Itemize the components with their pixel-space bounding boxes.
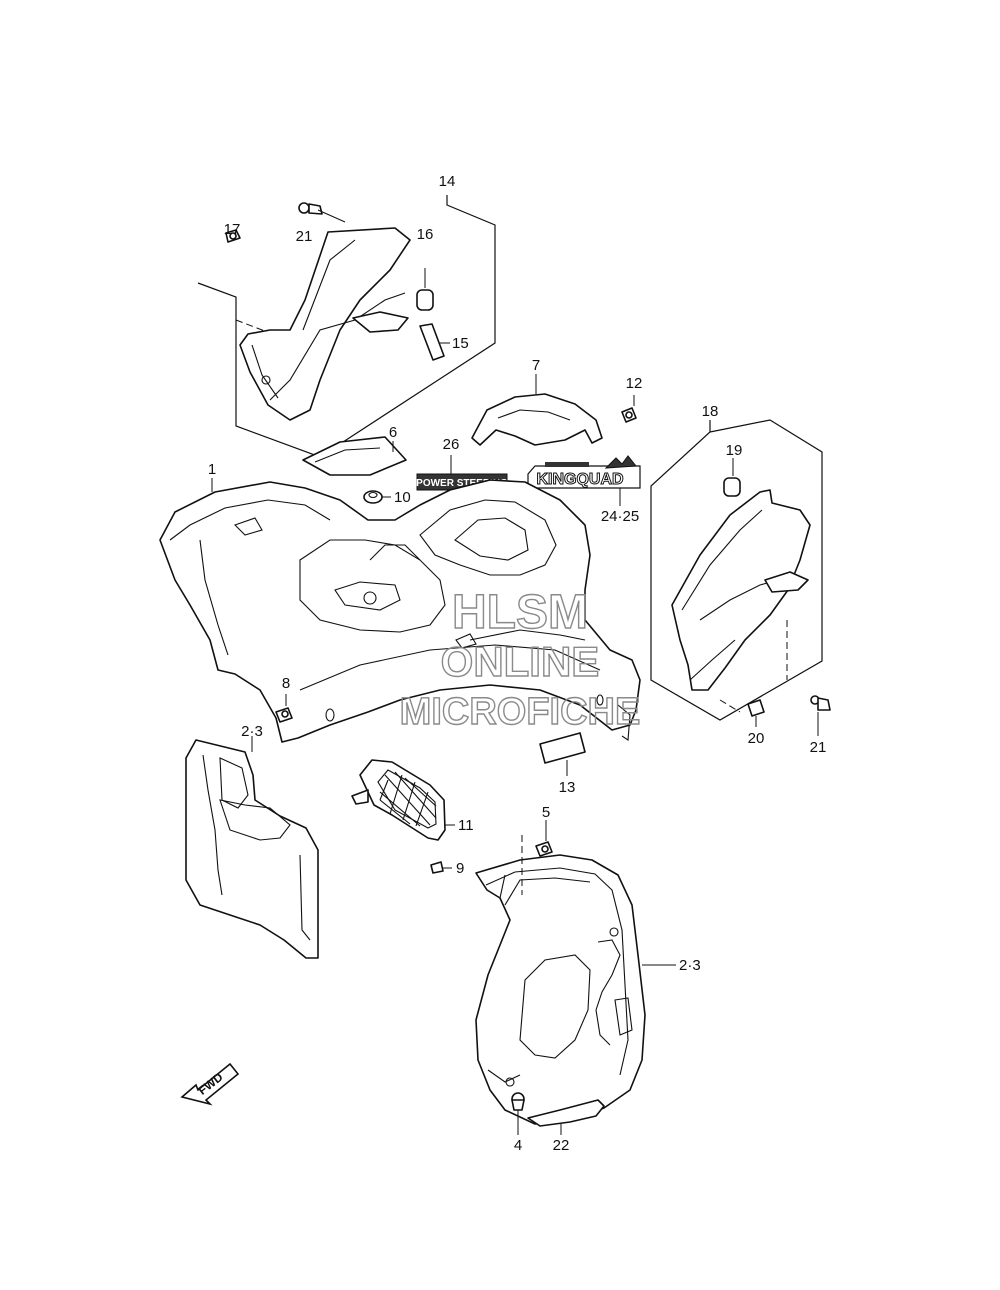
- callout-24-25: 24·25: [601, 508, 639, 525]
- callout-5: 5: [542, 804, 550, 821]
- fwd-arrow-icon: FWD: [180, 1062, 240, 1106]
- assembly-box-18: [650, 419, 823, 721]
- screw-9: [430, 861, 452, 874]
- fastener-21-top: [298, 202, 346, 223]
- fastener-17: [225, 229, 241, 243]
- callout-14: 14: [439, 173, 456, 190]
- callout-15: 15: [452, 335, 469, 352]
- callout-4: 4: [514, 1137, 522, 1154]
- inner-panel-right-18: [671, 489, 811, 691]
- callout-21-right: 21: [810, 739, 827, 756]
- grille-11: [351, 759, 455, 841]
- cushion-19: [723, 458, 741, 497]
- cushion-16: [416, 268, 434, 311]
- callout-26: 26: [443, 436, 460, 453]
- callout-2-3: 2·3: [679, 957, 701, 974]
- power-steering-decal-text: POWER STEERING: [416, 478, 508, 489]
- callout-11: 11: [458, 817, 474, 834]
- callout-17: 17: [224, 221, 241, 238]
- callout-7: 7: [532, 357, 540, 374]
- decal-kingquad-24-25: KINGQUAD: [527, 455, 641, 506]
- cover-7: [471, 374, 603, 446]
- callout-9: 9: [456, 860, 464, 877]
- callout-6: 6: [389, 424, 397, 441]
- screw-12: [621, 395, 637, 423]
- callout-12: 12: [626, 375, 643, 392]
- callout-8: 8: [282, 675, 290, 692]
- callout-23: 2·3: [241, 723, 263, 740]
- callout-19: 19: [726, 442, 743, 459]
- inner-panel-left-14: [239, 227, 411, 421]
- watermark-line-2: ONLINE: [441, 638, 600, 685]
- tape-13: [539, 732, 586, 776]
- callout-1: 1: [208, 461, 216, 478]
- guard-22: [527, 1099, 605, 1135]
- callout-21-top: 21: [296, 228, 313, 245]
- callout-20: 20: [748, 730, 765, 747]
- fastener-4: [511, 1092, 525, 1135]
- screw-8: [275, 694, 293, 723]
- watermark-line-1: HLSM: [452, 586, 588, 639]
- fastener-20: [747, 699, 765, 727]
- seal-15: [419, 323, 450, 361]
- callout-16: 16: [417, 226, 434, 243]
- front-fender-1: [159, 478, 641, 743]
- lid-6: [302, 436, 407, 476]
- fender-liner-2-3: [475, 835, 676, 1125]
- watermark-line-3: MICROFICHE: [400, 691, 641, 733]
- callout-labels: 14 17 21 16 15 7 12 6 18 26 19 1 10 24·2…: [208, 173, 827, 1154]
- grommet-10: [363, 490, 391, 504]
- callout-22: 22: [553, 1137, 570, 1154]
- callout-10: 10: [394, 489, 411, 506]
- fastener-21-right: [810, 695, 831, 736]
- shield-23: [185, 736, 319, 959]
- callout-13: 13: [559, 779, 576, 796]
- watermark: HLSM ONLINE MICROFICHE: [399, 585, 641, 733]
- kingquad-decal-text: KINGQUAD: [536, 471, 623, 488]
- callout-18: 18: [702, 403, 719, 420]
- screw-5: [535, 820, 553, 857]
- assembly-box-14: [197, 195, 496, 458]
